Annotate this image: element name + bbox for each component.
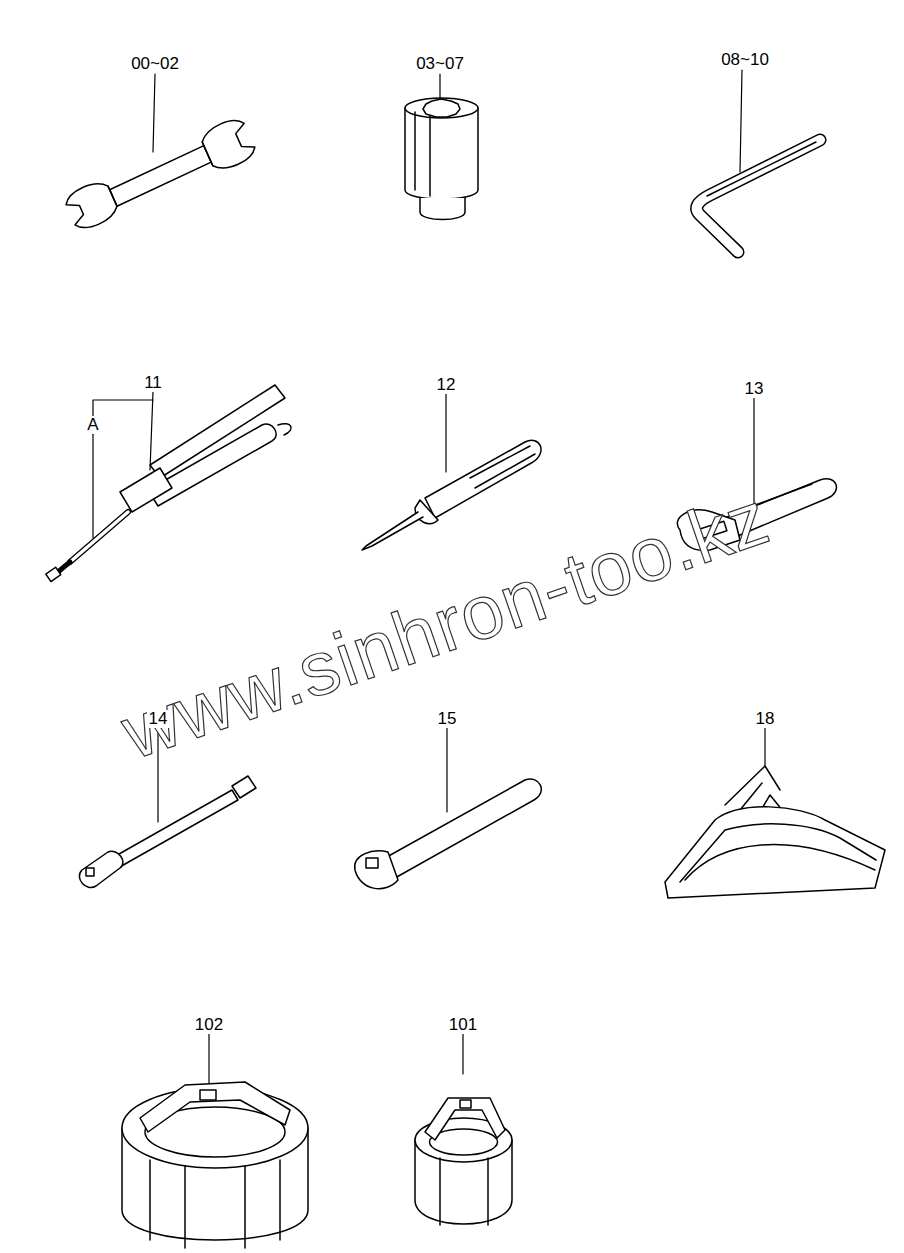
callout-number: 11	[142, 374, 164, 392]
callout-number: 12	[435, 376, 458, 394]
filter-wrench-large	[122, 1082, 308, 1248]
tool-bag	[665, 766, 885, 898]
socket	[405, 98, 478, 220]
callout-number: 14	[147, 710, 170, 728]
screwdriver	[362, 440, 541, 550]
callout-number: 15	[436, 710, 459, 728]
callout-number: 101	[447, 1016, 479, 1034]
ratchet-handle	[355, 779, 542, 889]
open-end-wrench	[62, 115, 259, 235]
callout-number: 18	[754, 710, 777, 728]
callout-number: 102	[193, 1016, 225, 1034]
callout-number: 08~10	[719, 51, 771, 69]
extension-bar	[79, 776, 256, 887]
callout-number: 00~02	[129, 55, 181, 73]
grease-gun	[46, 385, 291, 582]
hex-key	[697, 140, 820, 252]
callout-number: 13	[743, 380, 766, 398]
callout-letter: A	[85, 416, 100, 434]
callout-number: 03~07	[414, 55, 466, 73]
filter-wrench-small	[415, 1098, 512, 1225]
